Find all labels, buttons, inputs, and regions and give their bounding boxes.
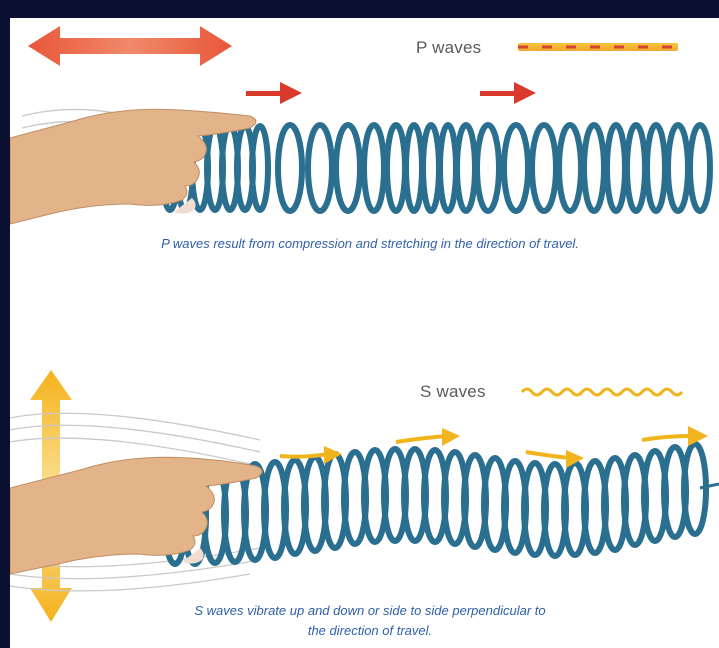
s-waves-legend-label: S waves xyxy=(420,382,486,402)
arrow-right-icon xyxy=(396,428,460,446)
p-waves-caption: P waves result from compression and stre… xyxy=(50,234,690,254)
arrow-right-icon xyxy=(246,82,302,104)
p-waves-legend-label: P waves xyxy=(416,38,481,58)
spring-coil-icon xyxy=(164,444,706,564)
dashed-line-icon xyxy=(518,43,678,51)
spring-coil-icon xyxy=(162,125,710,211)
s-waves-caption-line1: S waves vibrate up and down or side to s… xyxy=(70,601,670,621)
spring-end xyxy=(700,484,719,488)
diagram-panel: P waves P waves result from compression … xyxy=(10,18,719,648)
arrow-right-icon xyxy=(480,82,536,104)
double-arrow-horizontal-icon xyxy=(28,26,232,66)
wavy-line-icon xyxy=(522,389,682,395)
diagram-graphic xyxy=(10,18,719,648)
s-waves-caption-line2: the direction of travel. xyxy=(70,621,670,641)
s-waves-caption: S waves vibrate up and down or side to s… xyxy=(70,601,670,641)
